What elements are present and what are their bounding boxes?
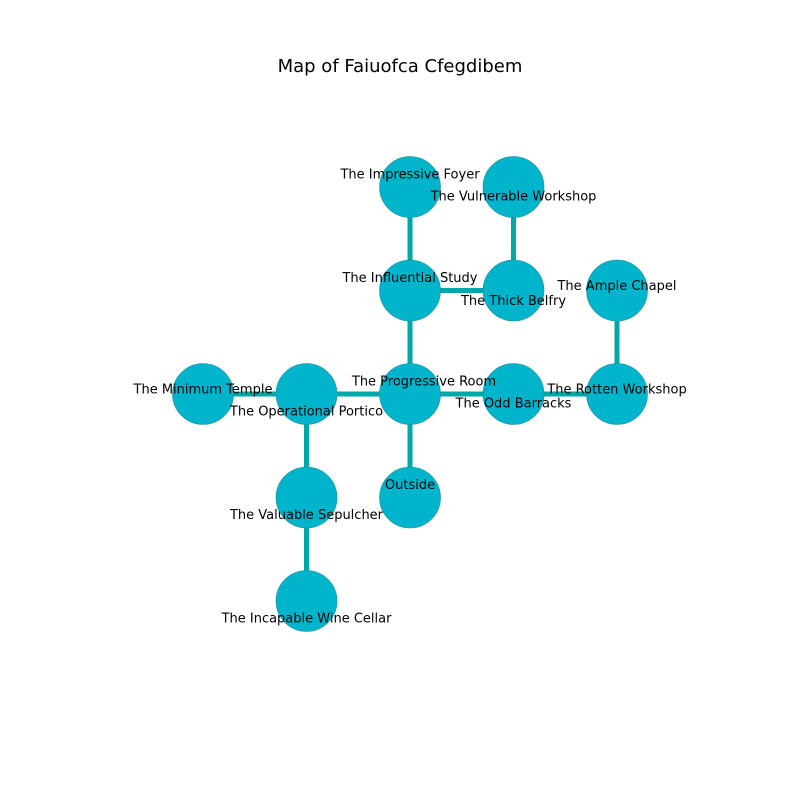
- room-node-operational-portico: [275, 363, 338, 425]
- room-node-impressive-foyer: [379, 156, 441, 218]
- room-label-operational-portico: The Operational Portico: [229, 405, 383, 420]
- room-node-incapable-wine-cellar: [275, 570, 338, 632]
- room-label-incapable-wine-cellar: The Incapable Wine Cellar: [221, 612, 393, 627]
- room-node-vulnerable-workshop: [482, 156, 545, 218]
- room-node-rotten-workshop: [586, 363, 648, 425]
- room-label-rotten-workshop: The Rotten Workshop: [546, 383, 686, 398]
- room-label-influential-study: The Influential Study: [341, 271, 477, 286]
- rooms-layer: [172, 156, 648, 632]
- room-label-ample-chapel: The Ample Chapel: [556, 279, 676, 294]
- map-title: Map of Faiuofca Cfegdibem: [277, 56, 523, 77]
- room-label-vulnerable-workshop: The Vulnerable Workshop: [430, 190, 597, 205]
- room-label-valuable-sepulcher: The Valuable Sepulcher: [229, 508, 384, 523]
- room-label-outside: Outside: [385, 478, 435, 493]
- room-label-minimum-temple: The Minimum Temple: [133, 383, 273, 398]
- room-label-thick-belfry: The Thick Belfry: [460, 294, 566, 309]
- room-node-outside: [379, 466, 441, 529]
- room-node-odd-barracks: [482, 363, 545, 425]
- room-node-progressive-room: [379, 363, 441, 425]
- room-node-minimum-temple: [172, 363, 234, 425]
- room-node-thick-belfry: [482, 259, 545, 322]
- room-label-progressive-room: The Progressive Room: [351, 375, 496, 390]
- room-node-ample-chapel: [586, 259, 648, 322]
- room-node-valuable-sepulcher: [275, 466, 338, 529]
- room-node-influential-study: [379, 259, 441, 322]
- room-label-impressive-foyer: The Impressive Foyer: [339, 168, 480, 183]
- room-label-odd-barracks: The Odd Barracks: [455, 397, 572, 412]
